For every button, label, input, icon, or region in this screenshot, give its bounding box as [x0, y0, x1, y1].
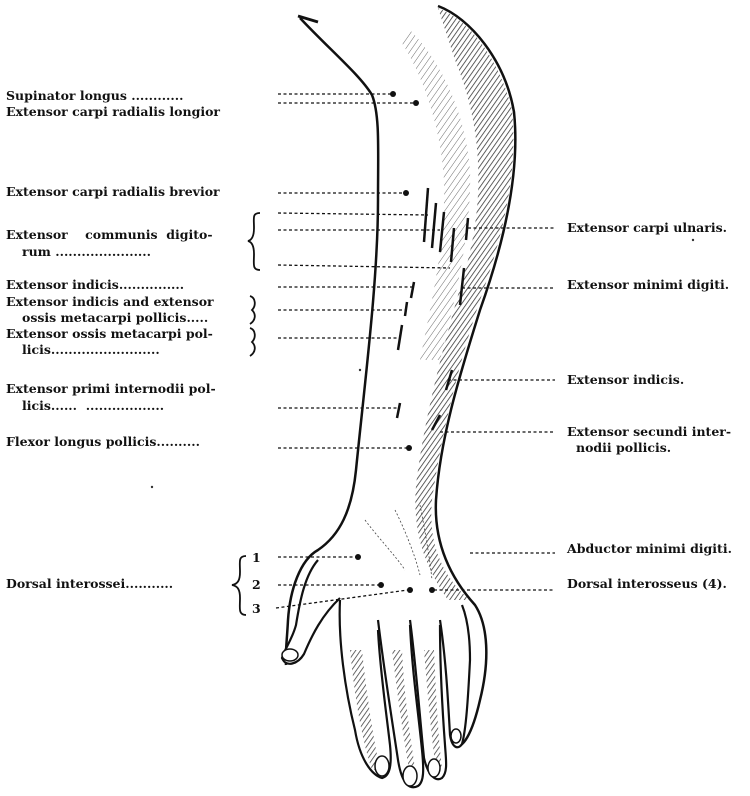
arm-outline-left: [286, 18, 378, 665]
dot-ecrl: [413, 100, 419, 106]
label-ext-indicis-and-2: ossis metacarpi pollicis.....: [22, 310, 208, 325]
speck-3: [692, 239, 694, 241]
mark-2: [432, 203, 436, 248]
label-dorsal-interossei: Dorsal interossei...........: [6, 576, 173, 591]
label-ext-primi-1: Extensor primi internodii pol-: [6, 381, 216, 396]
label-supinator-longus: Supinator longus ............: [6, 88, 183, 103]
label-dorsal-interosseus-4: Dorsal interosseus (4).: [567, 576, 727, 591]
dot-ecrb: [403, 190, 409, 196]
brace-interossei: [232, 556, 246, 615]
label-num-3: 3: [252, 601, 261, 616]
label-num-2: 2: [252, 577, 261, 592]
arm-drawing: [282, 6, 515, 787]
nail-middle: [403, 766, 417, 786]
label-ext-carpi-ulnaris: Extensor carpi ulnaris.: [567, 220, 727, 235]
speck-2: [151, 486, 153, 488]
nail-index: [375, 756, 389, 776]
label-ext-indicis-right: Extensor indicis.: [567, 372, 684, 387]
label-abductor-minimi: Abductor minimi digiti.: [567, 541, 732, 556]
mark-8: [405, 302, 407, 316]
mark-7: [411, 282, 414, 298]
label-ext-communis-1: Extensor communis digito-: [6, 227, 213, 242]
label-ext-ossis-1: Extensor ossis metacarpi pol-: [6, 326, 213, 341]
thumb: [282, 560, 340, 664]
speck-1: [359, 369, 361, 371]
label-flexor-longus: Flexor longus pollicis..........: [6, 434, 200, 449]
brace-ossis: [250, 328, 255, 356]
label-ext-ossis-2: licis.........................: [22, 342, 160, 357]
label-ext-primi-2: licis...... ..................: [22, 398, 164, 413]
mark-10: [397, 403, 400, 418]
nail-ring: [428, 759, 440, 777]
label-ext-carpi-rad-brevior: Extensor carpi radialis brevior: [6, 184, 220, 199]
label-ext-carpi-rad-longior: Extensor carpi radialis longior: [6, 104, 220, 119]
label-ext-indicis-and-1: Extensor indicis and extensor: [6, 294, 214, 309]
nail-thumb: [282, 649, 298, 661]
label-ext-communis-2: rum ......................: [22, 244, 151, 259]
nail-little: [451, 729, 461, 743]
label-ext-secundi-1: Extensor secundi inter-: [567, 424, 731, 439]
label-num-1: 1: [252, 550, 261, 565]
label-ext-secundi-2: nodii pollicis.: [576, 440, 671, 455]
label-ext-indicis-left: Extensor indicis...............: [6, 277, 184, 292]
label-ext-minimi-digiti: Extensor minimi digiti.: [567, 277, 729, 292]
brace-indicis-and: [250, 296, 255, 324]
brace-communis: [248, 213, 260, 270]
